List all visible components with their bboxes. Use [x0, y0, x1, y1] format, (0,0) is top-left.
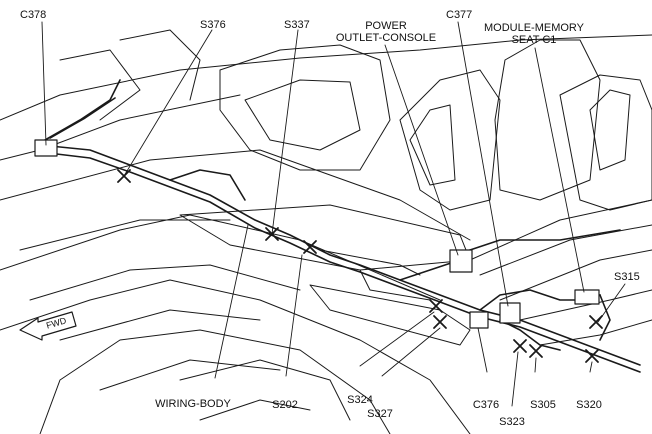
- splice-s202-mark: [303, 240, 317, 254]
- label-c376: C376: [472, 399, 500, 411]
- label-s320: S320: [576, 399, 602, 411]
- label-s315: S315: [614, 271, 640, 283]
- connector-power-outlet-shape: [449, 249, 473, 273]
- label-power-outlet-console: POWER OUTLET-CONSOLE: [336, 20, 436, 44]
- connector-c376-shape: [469, 311, 489, 329]
- seats: [59, 29, 652, 211]
- label-s323: S323: [499, 416, 525, 428]
- label-s327: S327: [367, 408, 393, 420]
- splice-s327-mark: [433, 315, 447, 329]
- label-c377: C377: [446, 9, 473, 21]
- label-s324: S324: [347, 394, 373, 406]
- connector-module-memory-shape: [574, 289, 600, 305]
- label-s202: S202: [272, 399, 298, 411]
- wiring-harness: [39, 79, 641, 373]
- label-module-memory-seat-c1: MODULE-MEMORY SEAT C1: [484, 22, 584, 46]
- label-s337: S337: [284, 19, 310, 31]
- fwd-arrow-icon: [19, 311, 77, 341]
- label-s305: S305: [530, 399, 556, 411]
- label-power-outlet-line2: OUTLET-CONSOLE: [335, 32, 437, 44]
- label-power-outlet-line1: POWER: [365, 20, 407, 32]
- label-s376: S376: [200, 19, 226, 31]
- leader-lines: [41, 21, 626, 407]
- label-wiring-body: WIRING-BODY: [155, 398, 231, 410]
- label-module-memory-line2: SEAT C1: [511, 34, 557, 46]
- label-c378: C378: [20, 9, 47, 21]
- splice-s323-mark: [513, 339, 527, 353]
- center-console: [179, 204, 471, 346]
- floor-pan: [0, 34, 652, 434]
- splice-s324-mark: [429, 299, 443, 313]
- splice-s315-mark: [589, 315, 603, 329]
- connector-c377-shape: [499, 302, 521, 324]
- splice-s320-mark: [585, 349, 599, 363]
- label-module-memory-line1: MODULE-MEMORY: [483, 22, 585, 34]
- splice-s305-mark: [529, 344, 543, 358]
